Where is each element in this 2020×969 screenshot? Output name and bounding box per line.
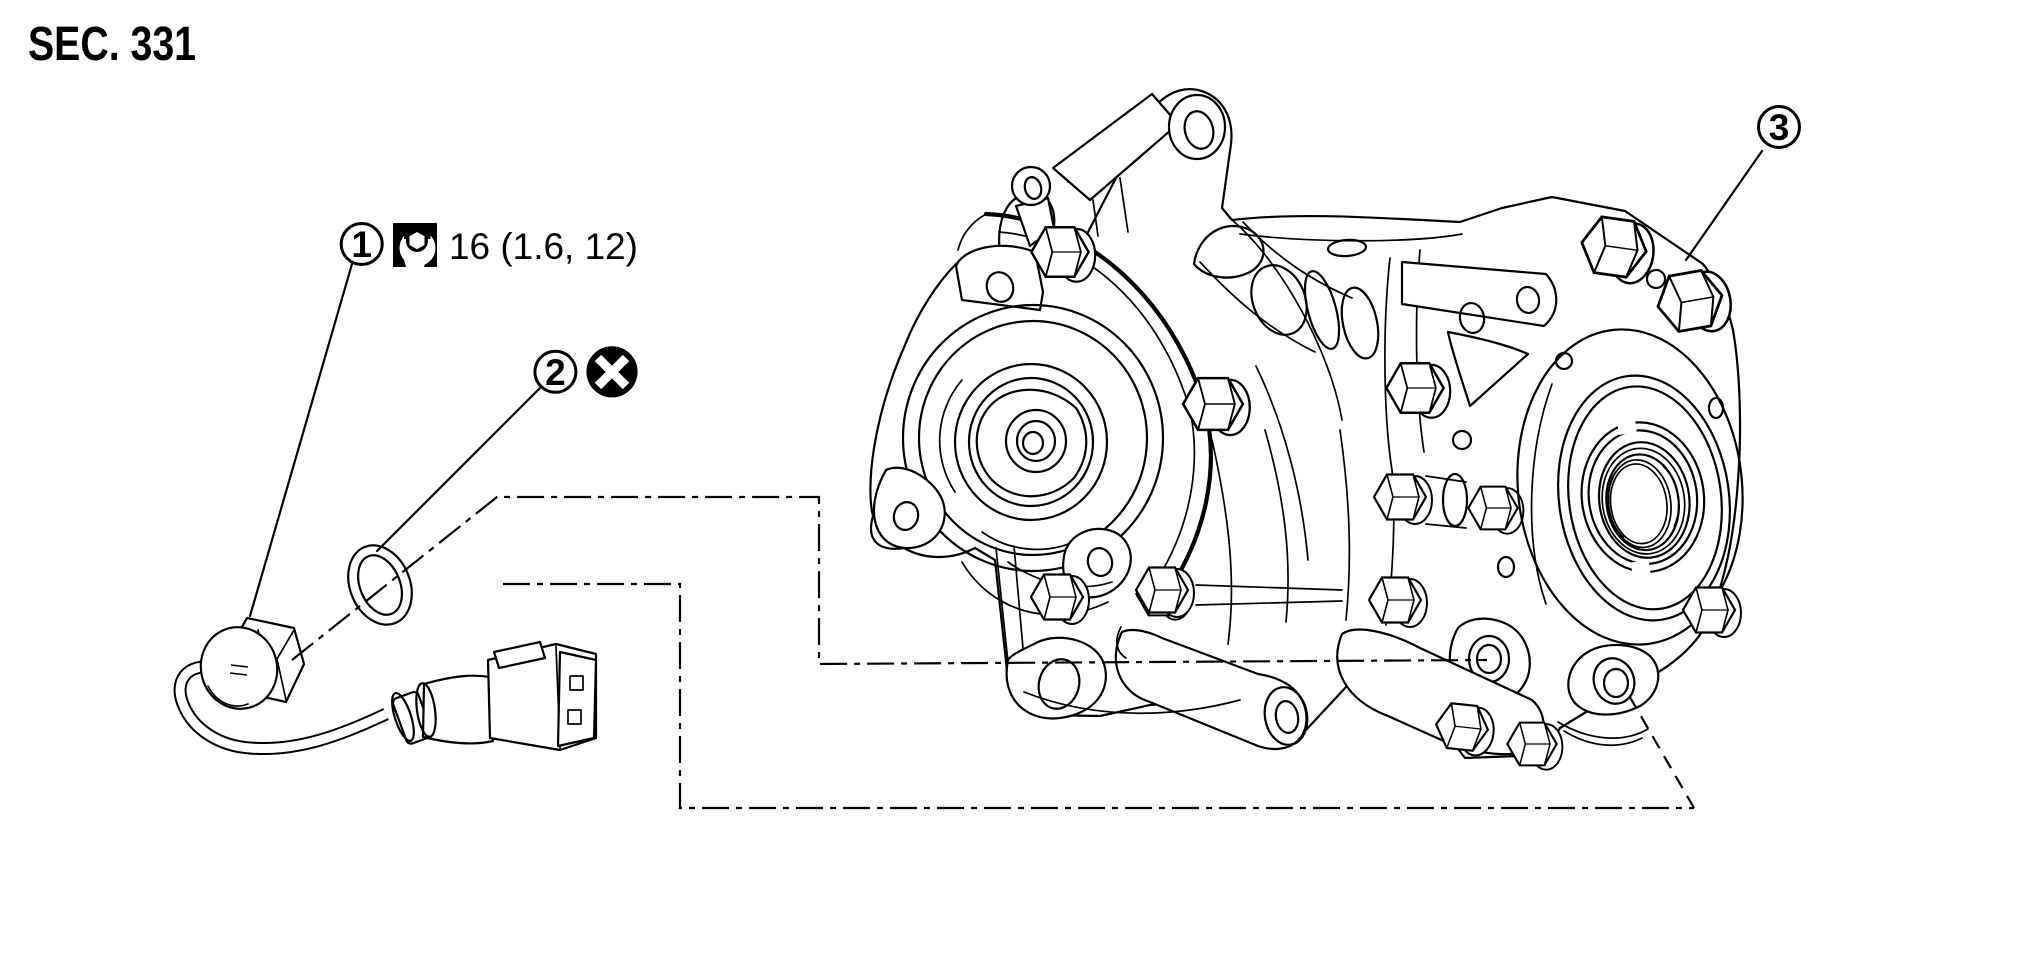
svg-text:2: 2 xyxy=(545,352,566,393)
svg-text:SEC. 331: SEC. 331 xyxy=(28,18,196,71)
svg-text:3: 3 xyxy=(1769,107,1790,148)
svg-text:1: 1 xyxy=(351,224,372,265)
svg-text:16 (1.6, 12): 16 (1.6, 12) xyxy=(449,226,638,267)
